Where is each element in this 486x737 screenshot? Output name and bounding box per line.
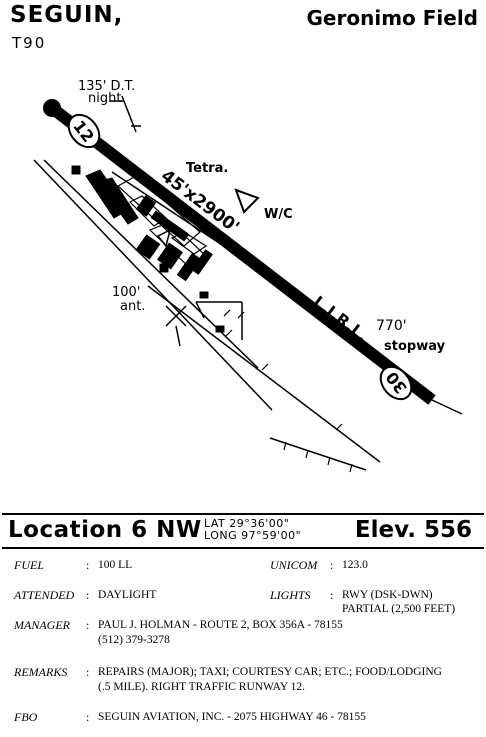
displaced-threshold-pole bbox=[110, 95, 141, 133]
antenna-height-label: 100' bbox=[112, 285, 140, 300]
buildings-area bbox=[71, 165, 225, 333]
manager-value-phone: (512) 379-3278 bbox=[98, 634, 170, 646]
attended-value: DAYLIGHT bbox=[98, 589, 157, 601]
wind-cone-icon bbox=[234, 188, 260, 214]
remarks-label: REMARKS bbox=[14, 665, 68, 679]
unicom-value: 123.0 bbox=[342, 559, 368, 571]
runway bbox=[48, 103, 436, 405]
tetrahedron-icon bbox=[156, 228, 172, 248]
apron-outline bbox=[116, 175, 208, 269]
stopway-line bbox=[431, 399, 463, 415]
runway-end-12-marker bbox=[67, 113, 101, 149]
fuel-value: 100 LL bbox=[98, 559, 133, 571]
manager-label: MANAGER bbox=[14, 618, 70, 632]
fbo-colon: : bbox=[86, 710, 90, 724]
runway-threshold-marker bbox=[43, 99, 61, 117]
latitude-value: 29°36'00" bbox=[229, 517, 290, 530]
remarks-value-line1: REPAIRS (MAJOR); TAXI; COURTESY CAR; ETC… bbox=[98, 666, 442, 678]
lights-value-runway: RWY (DSK-DWN) bbox=[342, 589, 433, 601]
runway-end-30-marker bbox=[379, 365, 413, 401]
coordinates-block: LAT 29°36'00" LONG 97°59'00" bbox=[204, 518, 301, 542]
remarks-colon: : bbox=[86, 665, 90, 679]
longitude-label: LONG bbox=[204, 529, 238, 542]
airport-diagram: 12 30 45'x2900' L.I.R.L. bbox=[33, 79, 463, 473]
roads bbox=[33, 159, 381, 471]
unicom-label: UNICOM bbox=[270, 558, 318, 572]
attended-label: ATTENDED bbox=[14, 588, 75, 602]
airport-identifier: T90 bbox=[12, 34, 47, 52]
displaced-threshold-label: 135' D.T. bbox=[78, 79, 135, 94]
remarks-value-line2: (.5 MILE). RIGHT TRAFFIC RUNWAY 12. bbox=[98, 681, 306, 693]
taxiway-line bbox=[111, 171, 306, 301]
fbo-value: SEGUIN AVIATION, INC. - 2075 HIGHWAY 46 … bbox=[98, 711, 366, 723]
lights-colon: : bbox=[330, 588, 334, 602]
fuel-colon: : bbox=[86, 558, 90, 572]
antenna-icon bbox=[165, 305, 187, 347]
stopway-length-label: 770' bbox=[376, 318, 407, 334]
manager-value-address: PAUL J. HOLMAN - ROUTE 2, BOX 356A - 781… bbox=[98, 619, 343, 631]
displaced-threshold-night-label: night bbox=[88, 91, 121, 106]
antenna-label: ant. bbox=[120, 299, 145, 314]
longitude-value: 97°59'00" bbox=[241, 529, 302, 542]
fuel-label: FUEL bbox=[14, 558, 44, 572]
stopway-label: stopway bbox=[384, 339, 446, 354]
tetrahedron-label: Tetra. bbox=[186, 161, 228, 176]
latitude-row: LAT 29°36'00" bbox=[204, 518, 301, 530]
lights-value-partial: PARTIAL (2,500 FEET) bbox=[342, 603, 456, 615]
wind-cone-label: W/C bbox=[264, 207, 293, 222]
latitude-label: LAT bbox=[204, 517, 226, 530]
unicom-colon: : bbox=[330, 558, 334, 572]
city-name: SEGUIN, bbox=[10, 2, 124, 28]
longitude-row: LONG 97°59'00" bbox=[204, 530, 301, 542]
manager-colon: : bbox=[86, 618, 90, 632]
fence-ticks bbox=[223, 309, 353, 473]
elevation-text: Elev. 556 bbox=[354, 517, 472, 543]
lights-label: LIGHTS bbox=[270, 588, 311, 602]
fbo-label: FBO bbox=[14, 710, 38, 724]
attended-colon: : bbox=[86, 588, 90, 602]
location-text: Location 6 NW bbox=[8, 517, 202, 543]
field-name: Geronimo Field bbox=[306, 6, 478, 30]
location-bar: Location 6 NW LAT 29°36'00" LONG 97°59'0… bbox=[2, 513, 484, 549]
